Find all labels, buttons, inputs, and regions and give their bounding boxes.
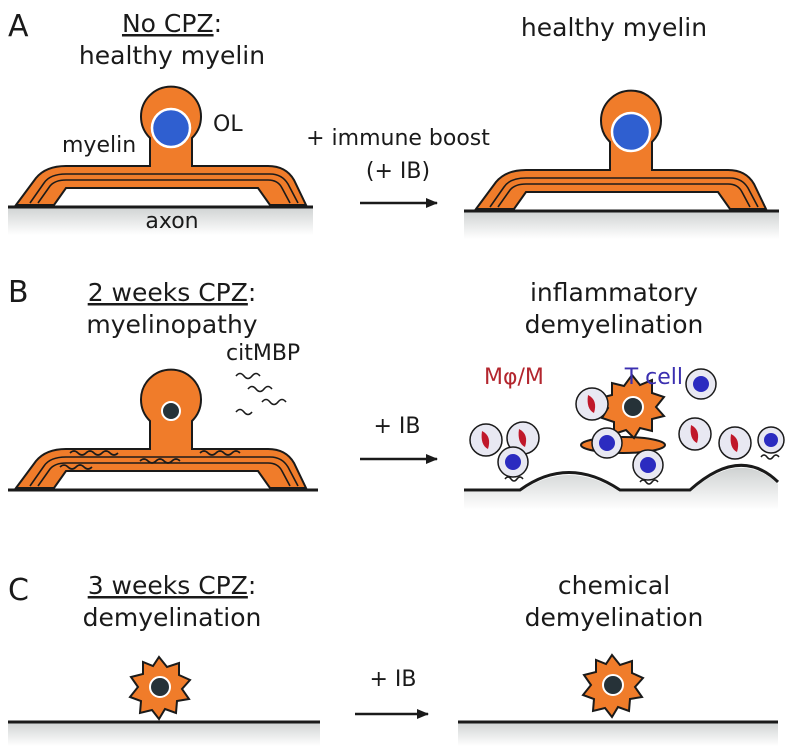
panel-a-arrow-line1: + immune boost	[306, 126, 490, 151]
panel-b-left-subtitle: myelinopathy	[86, 310, 257, 339]
myelin-lamella	[29, 173, 299, 204]
panel-c-left-title: 3 weeks CPZ:	[88, 571, 257, 600]
label-myelin: myelin	[62, 133, 136, 158]
macrophage	[575, 387, 609, 421]
ol-nucleus	[161, 401, 181, 421]
label-t-cell: T cell	[624, 365, 683, 390]
citmbp-fragments	[235, 372, 287, 416]
t-cell	[497, 446, 529, 482]
myelin-lamella	[37, 179, 291, 204]
macrophage	[718, 426, 752, 460]
axon-shading	[458, 722, 778, 746]
panel-c-right-title-line1: chemical	[558, 571, 670, 600]
ol-nucleus	[610, 111, 652, 153]
myelin-sheath	[14, 368, 308, 489]
panel-c-left-dying-oligodendrocyte	[128, 655, 192, 721]
panel-a-letter: A	[8, 9, 29, 44]
panel-a-left-title-underlined: No CPZ	[122, 9, 214, 38]
panel-b: B 2 weeks CPZ: myelinopathy inflammatory…	[8, 275, 785, 510]
label-macrophage: Mφ/M	[484, 365, 544, 390]
panel-a: A No CPZ: healthy myelin healthy myelin …	[8, 9, 779, 239]
panel-c-arrow-label: + IB	[369, 667, 416, 692]
label-citmbp: citMBP	[226, 341, 300, 366]
panel-b-left-myelinated-axon	[8, 368, 318, 492]
panel-b-left-title: 2 weeks CPZ:	[88, 278, 257, 307]
macrophage-cells	[469, 387, 752, 460]
t-cell	[591, 427, 623, 459]
panel-b-left-title-colon: :	[248, 278, 256, 307]
panel-a-right-myelinated-axon	[464, 89, 779, 239]
label-ol: OL	[213, 112, 243, 137]
axon-shading	[8, 722, 320, 746]
panel-b-arrow-label: + IB	[373, 414, 420, 439]
myelin-lamella	[29, 456, 299, 487]
myelin-sheath	[14, 85, 308, 206]
t-cell	[757, 426, 785, 460]
panel-c-right-dying-oligodendrocyte	[581, 653, 645, 719]
panel-b-right-inflammation	[464, 368, 785, 510]
citmbp-disruption-in-sheath	[59, 450, 241, 470]
panel-a-left-title: No CPZ:	[122, 9, 222, 38]
panel-c-right-title-line2: demyelination	[525, 603, 704, 632]
panel-b-right-title-line1: inflammatory	[530, 278, 698, 307]
panel-c-left-title-colon: :	[248, 571, 256, 600]
panel-b-left-title-underlined: 2 weeks CPZ	[88, 278, 248, 307]
macrophage	[678, 417, 712, 451]
ol-nucleus	[622, 396, 644, 418]
ol-nucleus	[150, 107, 192, 149]
t-cell	[685, 368, 717, 400]
panel-c-left-subtitle: demyelination	[83, 603, 262, 632]
t-cell	[632, 449, 664, 485]
panel-b-right-title-line2: demyelination	[525, 310, 704, 339]
macrophage	[469, 423, 503, 457]
t-cells	[497, 368, 785, 485]
panel-a-left-myelinated-axon	[8, 85, 313, 235]
axon-shading	[8, 207, 313, 235]
panel-a-arrow-line2: (+ IB)	[366, 159, 430, 184]
panel-b-letter: B	[8, 275, 29, 310]
panel-a-right-title: healthy myelin	[521, 13, 707, 42]
panel-a-left-subtitle: healthy myelin	[79, 41, 265, 70]
myelin-lamella	[489, 177, 759, 208]
myelin-sheath	[474, 89, 768, 210]
myelin-lamella	[497, 183, 751, 208]
label-axon: axon	[145, 209, 198, 234]
axon-shading	[464, 467, 778, 510]
macrophage	[506, 421, 540, 455]
panel-c: C 3 weeks CPZ: demyelination chemical de…	[8, 571, 778, 746]
axon-shading	[464, 211, 779, 239]
damaged-axon	[464, 463, 780, 492]
panel-a-left-title-colon: :	[214, 9, 222, 38]
panel-c-letter: C	[8, 573, 29, 608]
panel-c-left-title-underlined: 3 weeks CPZ	[88, 571, 248, 600]
